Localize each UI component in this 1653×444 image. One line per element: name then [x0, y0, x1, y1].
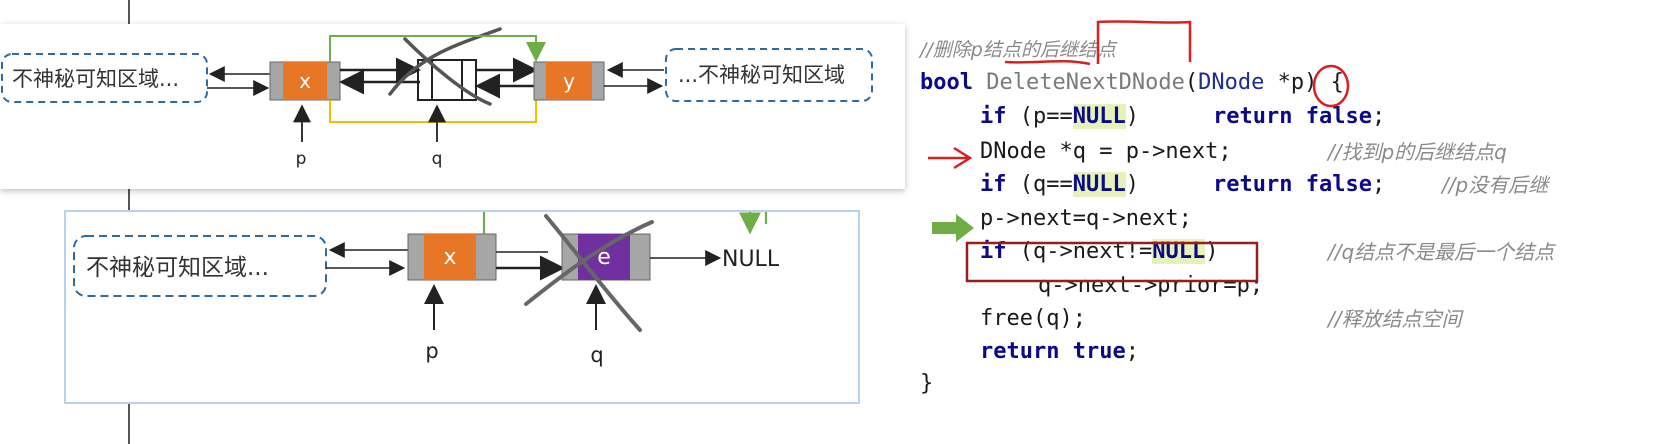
code-line-1: if (p==NULL) [980, 104, 1139, 129]
right-region-label: ...不神秘可知区域 [678, 63, 845, 87]
pointer-q-label-2: q [590, 343, 603, 367]
left-region-box [1, 53, 208, 103]
code-line-3-return: return false; [1213, 172, 1386, 197]
code-line-3-comment: //p没有后继 [1442, 173, 1549, 197]
pointer-p-label: p [296, 149, 307, 169]
node-x-label: x [299, 69, 311, 93]
param-name: *p [1277, 70, 1305, 95]
code-line-2: DNode *q = p->next; [980, 139, 1232, 164]
node-x-2: x [407, 233, 497, 281]
node-x-2-label: x [443, 245, 456, 270]
kw-bool: bool [920, 70, 973, 95]
pointer-p-label-2: p [425, 339, 438, 363]
right-region-box [665, 48, 873, 102]
code-line-8: return true; [980, 339, 1139, 364]
code-title-comment: //删除p结点的后继结点 [920, 39, 1116, 61]
node-y: y [533, 61, 605, 101]
node-x: x [269, 61, 341, 101]
code-line-5-comment: //q结点不是最后一个结点 [1328, 240, 1555, 264]
code-line-1-return: return false; [1213, 104, 1386, 129]
code-line-signature: bool DeleteNextDNode(DNode *p) { [920, 70, 1344, 95]
code-line-5: if (q->next!=NULL) [980, 239, 1219, 264]
fn-name: DeleteNextDNode [986, 70, 1185, 95]
code-line-6: q->next->prior=p; [1038, 273, 1264, 298]
left-region-label-2: 不神秘可知区域... [86, 255, 269, 281]
param-type: DNode [1198, 70, 1265, 95]
sig-brace: ) { [1304, 70, 1344, 95]
null-label: NULL [722, 247, 780, 272]
diagram-bottom-panel: 不神秘可知区域... x e NULL p q [64, 210, 860, 404]
node-y-label: y [563, 69, 575, 93]
code-line-4: p->next=q->next; [980, 206, 1192, 231]
code-line-2-comment: //找到p的后继结点q [1328, 140, 1507, 164]
left-region-label: 不神秘可知区域... [12, 67, 179, 91]
code-close-brace: } [920, 371, 934, 396]
code-line-7: free(q); [980, 306, 1086, 331]
code-line-7-comment: //释放结点空间 [1328, 307, 1462, 331]
code-line-3: if (q==NULL) [980, 172, 1139, 197]
diagram-top-panel: 不神秘可知区域... x y [0, 24, 905, 189]
pointer-q-label: q [432, 149, 443, 169]
left-region-box-2 [73, 235, 327, 297]
